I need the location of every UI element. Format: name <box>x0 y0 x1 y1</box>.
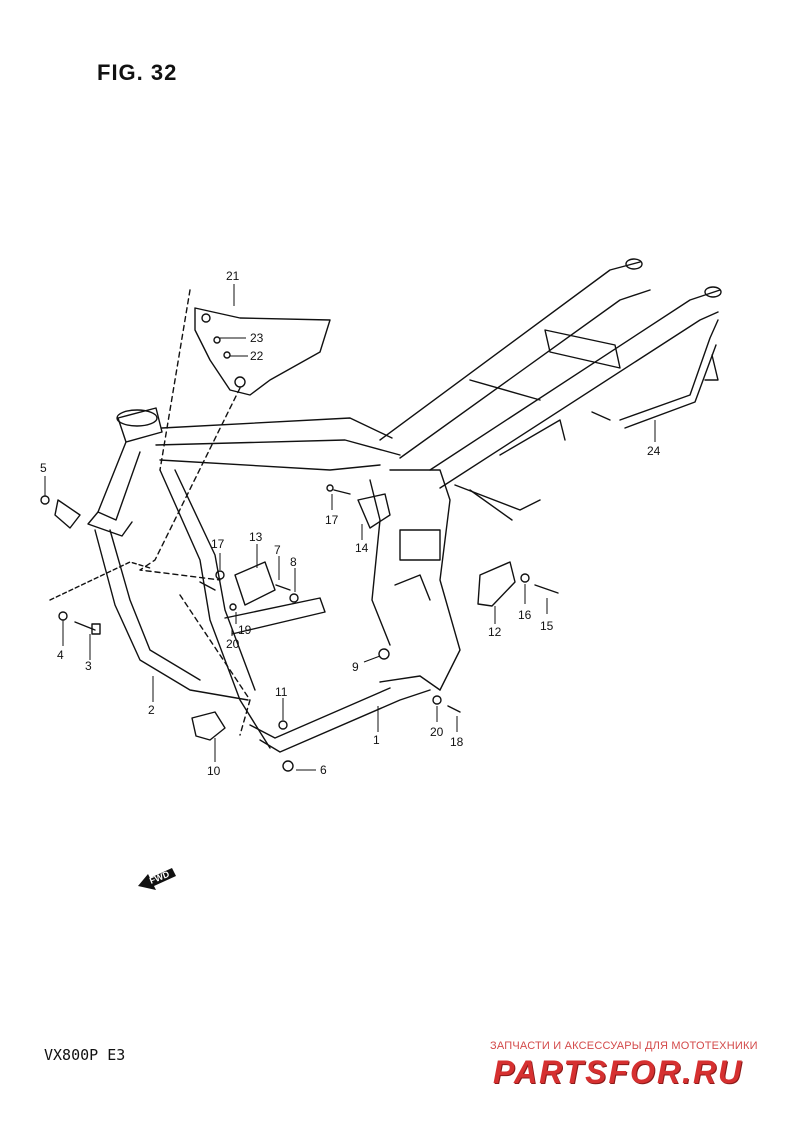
callout-13: 13 <box>249 530 263 568</box>
svg-text:24: 24 <box>647 444 661 458</box>
svg-text:2: 2 <box>148 703 155 717</box>
callout-21: 21 <box>226 269 240 306</box>
callout-3: 3 <box>85 634 92 673</box>
svg-text:5: 5 <box>40 461 47 475</box>
callout-20b: 20 <box>430 706 444 739</box>
callout-7: 7 <box>274 543 281 580</box>
callout-12: 12 <box>488 606 502 639</box>
watermark-tagline: ЗАПЧАСТИ И АКСЕССУАРЫ ДЛЯ МОТОТЕХНИКИ <box>490 1040 758 1052</box>
model-code: VX800P E3 <box>44 1046 126 1064</box>
svg-text:20: 20 <box>430 725 444 739</box>
svg-text:13: 13 <box>249 530 263 544</box>
callout-10: 10 <box>207 738 221 778</box>
callout-11: 11 <box>275 685 288 720</box>
svg-text:10: 10 <box>207 764 221 778</box>
callout-15: 15 <box>540 598 554 633</box>
svg-text:15: 15 <box>540 619 554 633</box>
callout-6: 6 <box>296 763 327 777</box>
watermark-logo: PARTSFOR.RU <box>493 1054 744 1090</box>
callout-16: 16 <box>518 584 532 622</box>
callout-18: 18 <box>450 716 464 749</box>
svg-text:20: 20 <box>226 637 240 651</box>
frame-body <box>40 258 722 772</box>
callout-17a: 17 <box>211 537 225 570</box>
svg-text:23: 23 <box>250 331 264 345</box>
svg-text:18: 18 <box>450 735 464 749</box>
callout-8: 8 <box>290 555 297 592</box>
callout-14: 14 <box>355 524 369 555</box>
callout-1: 1 <box>373 706 380 747</box>
svg-text:4: 4 <box>57 648 64 662</box>
fwd-arrow-icon: FWD <box>138 868 176 890</box>
part-callouts: 1 2 3 4 5 6 7 8 9 10 11 12 13 14 15 16 1… <box>40 269 661 778</box>
svg-text:1: 1 <box>373 733 380 747</box>
svg-text:16: 16 <box>518 608 532 622</box>
svg-text:9: 9 <box>352 660 359 674</box>
svg-text:3: 3 <box>85 659 92 673</box>
svg-text:7: 7 <box>274 543 281 557</box>
callout-5: 5 <box>40 461 47 496</box>
callout-20a: 20 <box>226 628 240 651</box>
figure-title: FIG. 32 <box>97 60 178 85</box>
svg-text:8: 8 <box>290 555 297 569</box>
callout-4: 4 <box>57 620 64 662</box>
svg-text:11: 11 <box>275 685 288 699</box>
callout-2: 2 <box>148 676 155 717</box>
svg-text:19: 19 <box>238 623 252 637</box>
svg-text:14: 14 <box>355 541 369 555</box>
svg-text:17: 17 <box>325 513 339 527</box>
svg-text:6: 6 <box>320 763 327 777</box>
svg-text:22: 22 <box>250 349 264 363</box>
callout-9: 9 <box>352 655 381 674</box>
svg-text:21: 21 <box>226 269 240 283</box>
callout-17b: 17 <box>325 494 339 527</box>
svg-text:12: 12 <box>488 625 502 639</box>
callout-23: 23 <box>220 331 264 345</box>
svg-text:17: 17 <box>211 537 225 551</box>
callout-19: 19 <box>235 612 252 637</box>
callout-22: 22 <box>230 349 264 363</box>
callout-24: 24 <box>647 420 661 458</box>
